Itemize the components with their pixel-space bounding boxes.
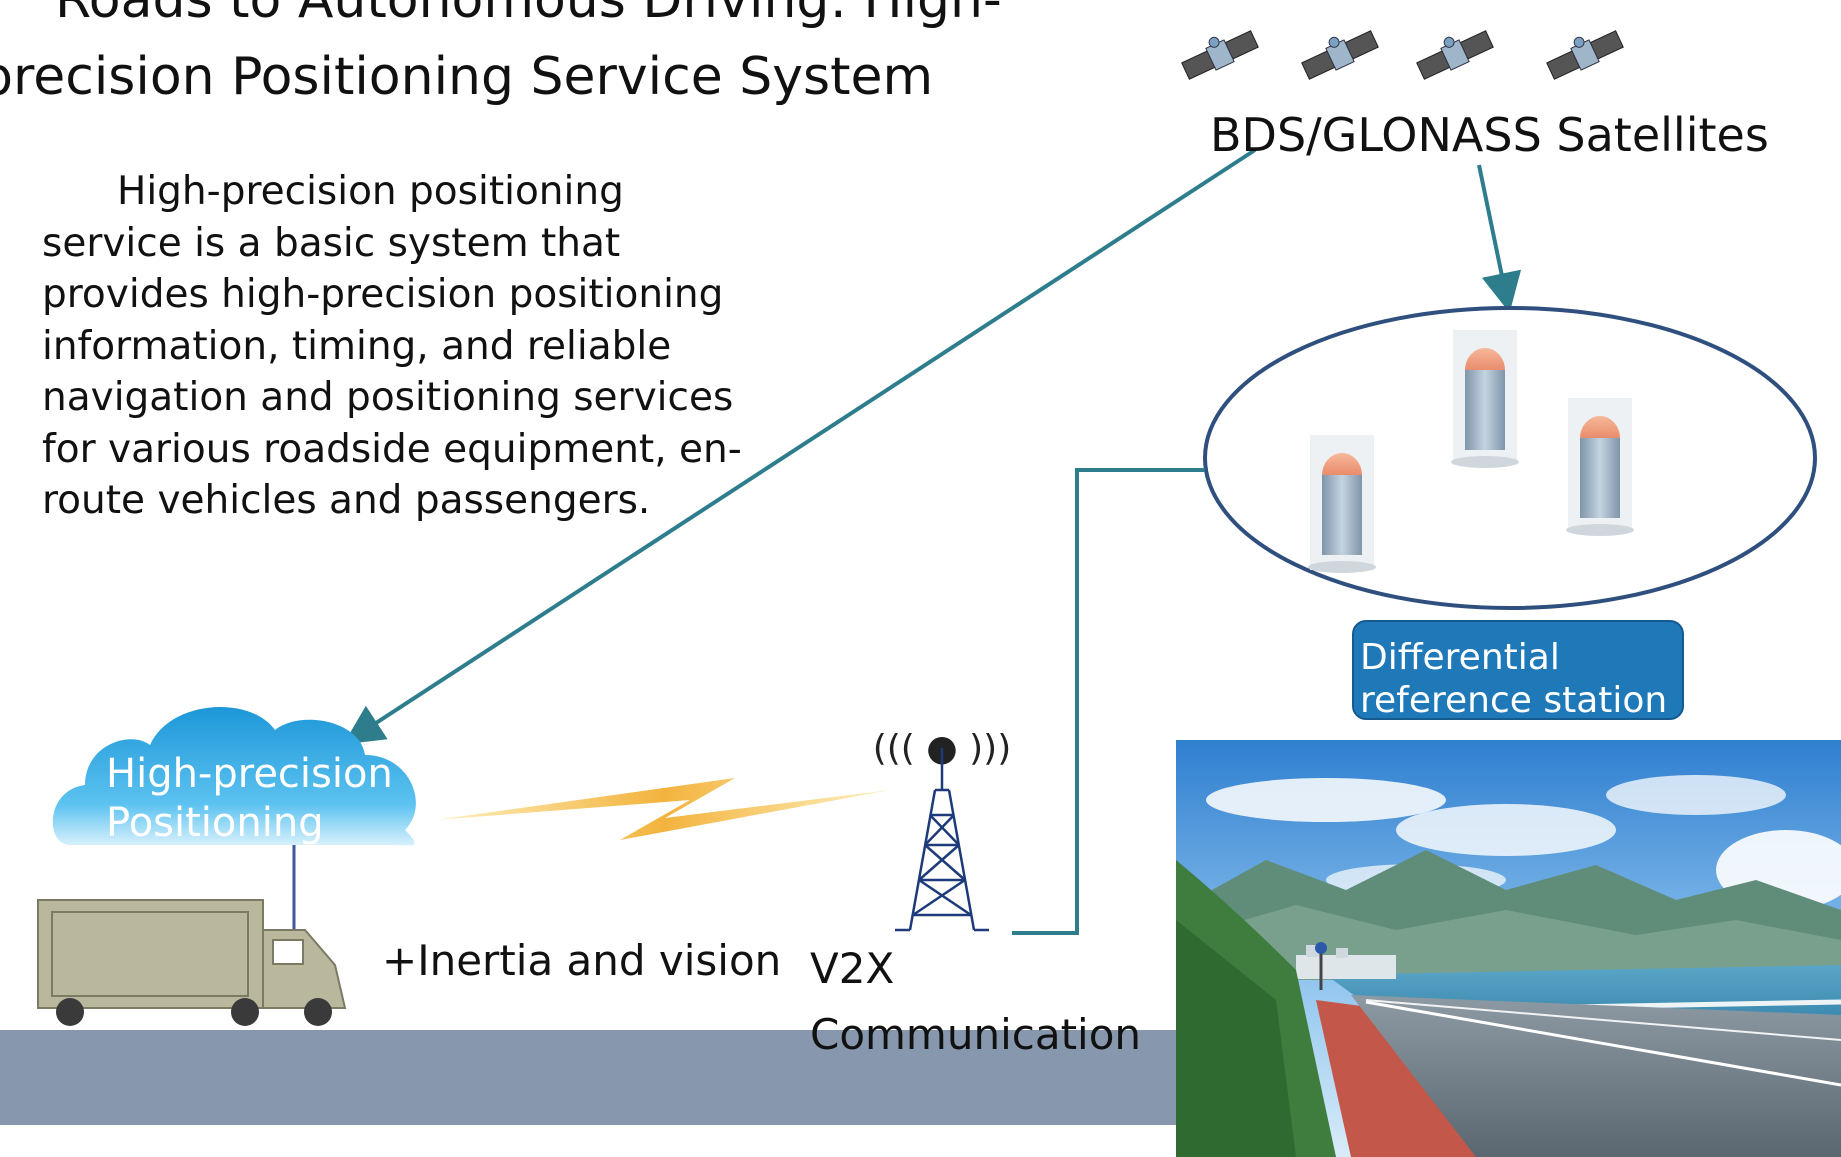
tower-label: V2X Communication [810,936,1141,1068]
antenna-icon [1451,330,1519,468]
satellite-icon [1301,30,1379,80]
tower-to-station-connector [1012,468,1205,935]
description-paragraph: High-precision positioning service is a … [42,166,802,527]
tower-label-line2: Communication [810,1010,1142,1059]
vehicle-caption: +Inertia and vision [382,936,782,985]
description-line: for various roadside equipment, en- [42,426,742,472]
satellite-icon [1181,30,1259,80]
title-line-2: precision Positioning Service System [0,47,934,107]
description-line: High-precision positioning [117,169,624,214]
lightning-bolt-icon [435,778,890,840]
tower-label-line1: V2X [810,944,895,993]
antenna-icon [1308,435,1376,573]
satellite-icon [1546,30,1624,80]
road-bar [0,1030,1180,1125]
description-line: route vehicles and passengers. [42,478,651,523]
antenna-icon [1566,398,1634,536]
satellite-to-station-arrow [1477,164,1522,313]
title-line-1: Roads to Autonomous Driving: High- [55,0,1002,30]
cloud-label-line1: High-precision [106,751,393,797]
satellite-to-cloud-arrow [343,148,1257,745]
description-line: service is a basic system that [42,220,621,266]
road-landscape-image [1176,740,1841,1157]
satellite-icon [1416,30,1494,80]
description-line: provides high-precision positioning [42,272,724,317]
reference-station-label-line2: reference station [1360,680,1668,721]
tower-icon [895,748,989,932]
satellites-label: BDS/GLONASS Satellites [1210,108,1769,162]
cloud-label: High-precision Positioning [106,750,393,848]
description-line: navigation and positioning services [42,375,734,420]
reference-station-label-line1: Differential [1360,637,1560,678]
reference-station-label: Differential reference station [1352,620,1684,721]
truck-icon [37,899,347,1026]
description-line: information, timing, and reliable [42,323,672,369]
cloud-label-line2: Positioning [106,800,324,846]
cloud-icon [52,707,416,846]
